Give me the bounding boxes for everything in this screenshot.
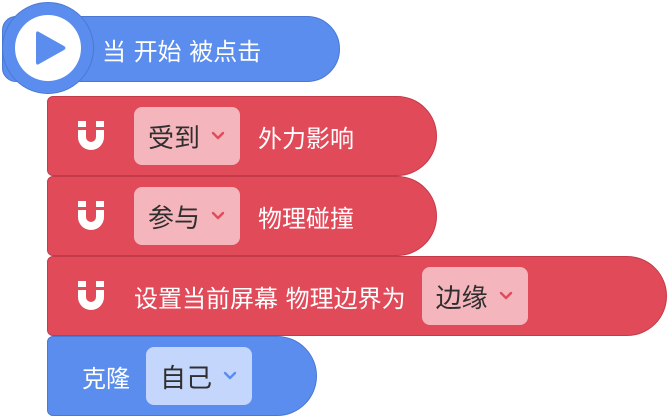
chevron-down-icon [211, 211, 225, 220]
chevron-down-icon [499, 291, 512, 300]
force-text: 外力影响 [258, 124, 355, 153]
chevron-down-icon [211, 131, 225, 140]
hat-label: 当 开始 被点击 [102, 37, 262, 66]
physics-force-block[interactable]: 受到 外力影响 [47, 96, 437, 176]
boundary-dropdown[interactable]: 边缘 [421, 267, 528, 325]
clone-label: 克隆 [82, 364, 130, 393]
magnet-icon [78, 201, 104, 230]
receive-dropdown-value: 受到 [148, 123, 201, 154]
magnet-icon [78, 121, 104, 150]
receive-dropdown[interactable]: 受到 [134, 107, 241, 165]
play-icon [15, 15, 81, 81]
collision-text: 物理碰撞 [258, 204, 355, 233]
clone-target-dropdown[interactable]: 自己 [146, 347, 253, 405]
chevron-down-icon [223, 371, 237, 380]
clone-target-value: 自己 [160, 363, 213, 394]
participate-dropdown[interactable]: 参与 [134, 187, 241, 245]
boundary-text: 设置当前屏幕 物理边界为 [134, 284, 406, 313]
magnet-icon [78, 281, 104, 310]
clone-block[interactable]: 克隆 自己 [47, 336, 317, 416]
participate-dropdown-value: 参与 [148, 203, 201, 234]
start-hat-cap[interactable] [2, 2, 94, 94]
boundary-dropdown-value: 边缘 [435, 283, 488, 314]
physics-boundary-block[interactable]: 设置当前屏幕 物理边界为 边缘 [47, 256, 667, 336]
physics-collision-block[interactable]: 参与 物理碰撞 [47, 176, 437, 256]
